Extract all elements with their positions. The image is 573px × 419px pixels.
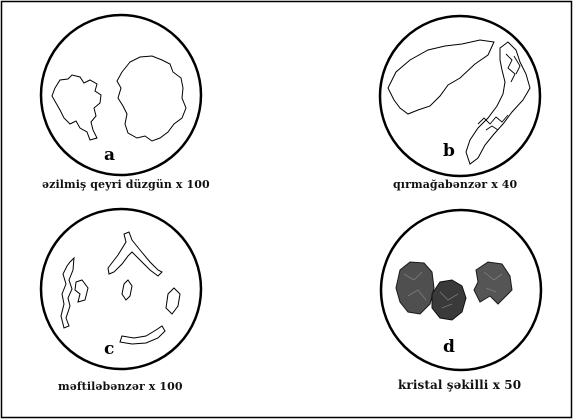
panel-b-circle: [380, 16, 540, 176]
panel-b-letter: b: [443, 141, 455, 161]
panel-a: [41, 15, 201, 175]
panel-a-letter: a: [104, 145, 115, 165]
panel-b-caption: qırmağabənzər x 40: [393, 178, 517, 191]
panel-d: [381, 210, 541, 370]
panel-c-caption: məftiləbənzər x 100: [58, 380, 183, 393]
panel-a-circle: [41, 15, 201, 175]
panel-d-letter: d: [443, 337, 455, 357]
panel-c-circle: [41, 209, 201, 369]
panel-a-caption: əzilmiş qeyri düzgün x 100: [42, 178, 210, 191]
panel-c: [41, 209, 201, 369]
panel-b: [380, 16, 540, 176]
panel-d-caption: kristal şəkilli x 50: [398, 378, 521, 392]
panel-c-letter: c: [104, 339, 114, 359]
